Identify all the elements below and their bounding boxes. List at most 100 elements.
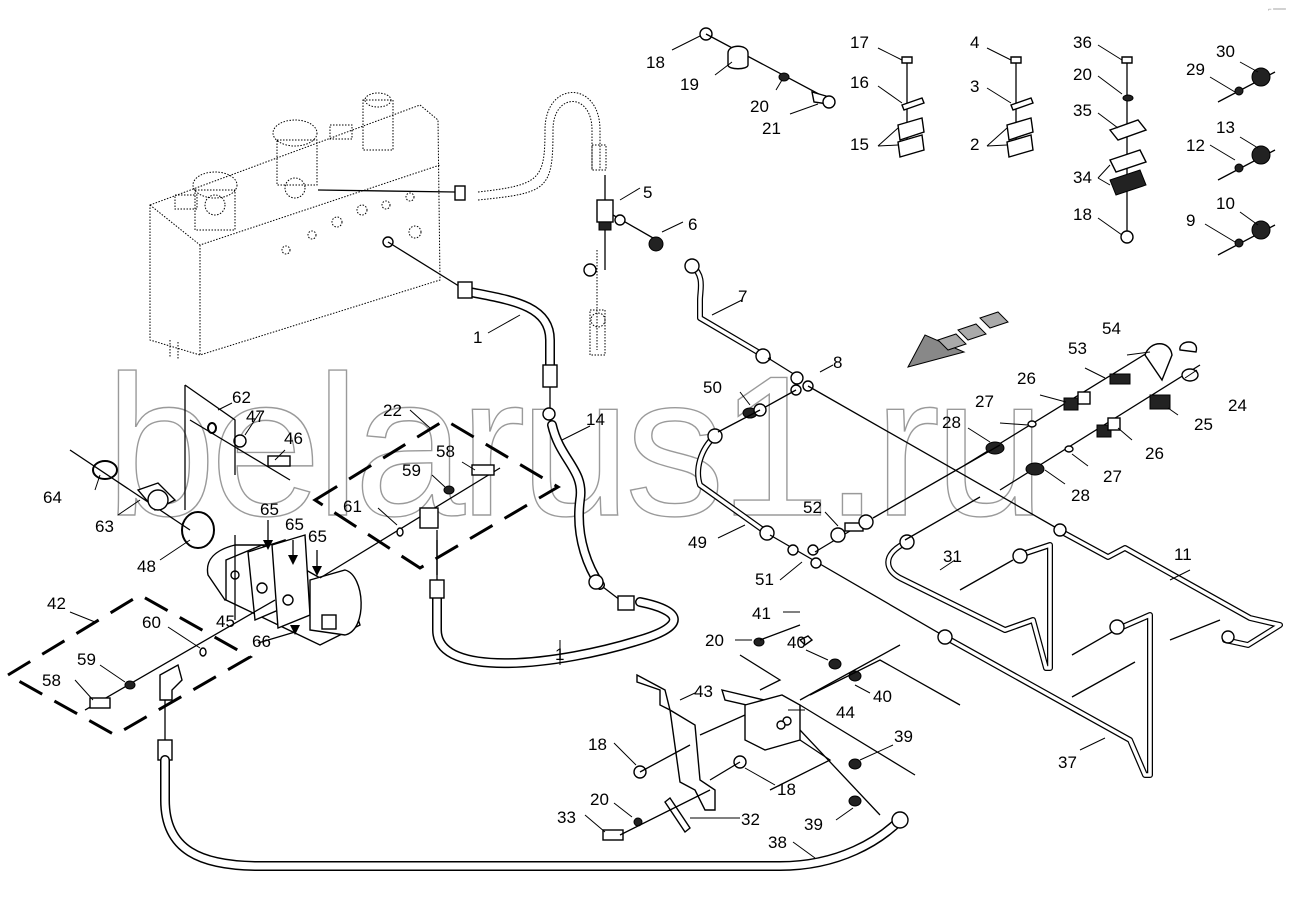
- callout-64: 64: [43, 488, 62, 507]
- callout-41: 41: [752, 604, 771, 623]
- callout-31: 31: [943, 547, 962, 566]
- callout-53: 53: [1068, 339, 1087, 358]
- tee-fitting-8: [759, 371, 1061, 531]
- callout-45: 45: [216, 612, 235, 631]
- callout-35: 35: [1073, 101, 1092, 120]
- fitting-52: [830, 444, 1001, 543]
- callout-20: 20: [750, 97, 769, 116]
- callout-58: 58: [436, 442, 455, 461]
- callout-14: 14: [586, 410, 605, 429]
- callout-40: 40: [873, 687, 892, 706]
- callout-labels: 18 19 20 21 17 16 15 4 3 2 36 20 35 34 1…: [42, 33, 1247, 852]
- tube-37: [937, 612, 1153, 778]
- callout-12: 12: [1186, 136, 1205, 155]
- callout-46: 46: [284, 429, 303, 448]
- callout-60: 60: [142, 613, 161, 632]
- callout-59: 59: [402, 461, 421, 480]
- corner-mark: ⌐ ═══: [1268, 7, 1287, 13]
- callout-21: 21: [762, 119, 781, 138]
- callout-7: 7: [738, 287, 747, 306]
- bracket-assembly: [602, 624, 961, 841]
- callout-10: 10: [1216, 194, 1235, 213]
- hose-14: [547, 420, 621, 601]
- clamp-group-19: [699, 27, 836, 109]
- callout-2: 2: [970, 135, 979, 154]
- callout-4: 4: [970, 33, 979, 52]
- callout-59: 59: [77, 650, 96, 669]
- callout-62: 62: [232, 388, 251, 407]
- nut-pairs: [1217, 67, 1276, 256]
- flange-kit-upper: [312, 418, 561, 579]
- callout-51: 51: [755, 570, 774, 589]
- callout-58: 58: [42, 671, 61, 690]
- callout-37: 37: [1058, 753, 1077, 772]
- hydraulic-pump: [206, 534, 362, 646]
- flange-kit-lower: [5, 593, 276, 740]
- clamp-set-34: [1108, 56, 1148, 244]
- callout-27: 27: [1103, 467, 1122, 486]
- callout-6: 6: [688, 215, 697, 234]
- coupling-line-lower: [999, 364, 1201, 491]
- tube-11: [1053, 523, 1283, 648]
- clamp-set-15: [897, 56, 925, 158]
- tube-31: [885, 496, 1053, 671]
- callout-34: 34: [1073, 168, 1092, 187]
- callout-65: 65: [285, 515, 304, 534]
- callout-1: 1: [555, 645, 564, 664]
- callout-47: 47: [246, 407, 265, 426]
- hose-38: [157, 739, 909, 871]
- callout-13: 13: [1216, 118, 1235, 137]
- callout-5: 5: [643, 183, 652, 202]
- direction-arrow: [907, 311, 1009, 368]
- callout-16: 16: [850, 73, 869, 92]
- callout-32: 32: [741, 810, 760, 829]
- callout-61: 61: [343, 497, 362, 516]
- callout-19: 19: [680, 75, 699, 94]
- callout-39: 39: [804, 815, 823, 834]
- callout-3: 3: [970, 77, 979, 96]
- callout-30: 30: [1216, 42, 1235, 61]
- callout-18: 18: [588, 735, 607, 754]
- callout-44: 44: [836, 703, 855, 722]
- hydraulic-tank: [149, 92, 441, 360]
- callout-63: 63: [95, 517, 114, 536]
- callout-1: 1: [473, 328, 482, 347]
- callout-8: 8: [833, 353, 842, 372]
- callout-28: 28: [1071, 486, 1090, 505]
- tee-fitting-5: [596, 175, 664, 270]
- callout-28: 28: [942, 413, 961, 432]
- callout-33: 33: [557, 808, 576, 827]
- callout-11: 11: [1174, 545, 1192, 564]
- callout-25: 25: [1194, 415, 1213, 434]
- callout-54: 54: [1102, 319, 1121, 338]
- tube-7: [684, 258, 801, 379]
- callout-49: 49: [688, 533, 707, 552]
- leader-lines: [69, 35, 1259, 859]
- callout-20: 20: [705, 631, 724, 650]
- callout-9: 9: [1186, 211, 1195, 230]
- callout-40: 40: [787, 633, 806, 652]
- hose-1-lower: [429, 540, 679, 669]
- callout-52: 52: [803, 498, 822, 517]
- callout-39: 39: [894, 727, 913, 746]
- callout-29: 29: [1186, 60, 1205, 79]
- watermark-text: belarus1.ru: [105, 335, 1040, 558]
- pump-fittings: [69, 384, 291, 549]
- return-hose-dotted: [317, 92, 607, 356]
- callout-18: 18: [777, 780, 796, 799]
- callout-27: 27: [975, 392, 994, 411]
- callout-18: 18: [1073, 205, 1092, 224]
- callout-65: 65: [260, 500, 279, 519]
- callout-50: 50: [703, 378, 722, 397]
- callout-17: 17: [850, 33, 869, 52]
- callout-66: 66: [252, 632, 271, 651]
- hose-1-upper: [387, 241, 558, 421]
- callout-24: 24: [1228, 396, 1247, 415]
- callout-65: 65: [308, 527, 327, 546]
- clamp-set-2: [1006, 56, 1034, 158]
- callout-43: 43: [694, 682, 713, 701]
- tube-49: [695, 403, 1081, 716]
- pump-arrows: [257, 520, 322, 644]
- callout-42: 42: [47, 594, 66, 613]
